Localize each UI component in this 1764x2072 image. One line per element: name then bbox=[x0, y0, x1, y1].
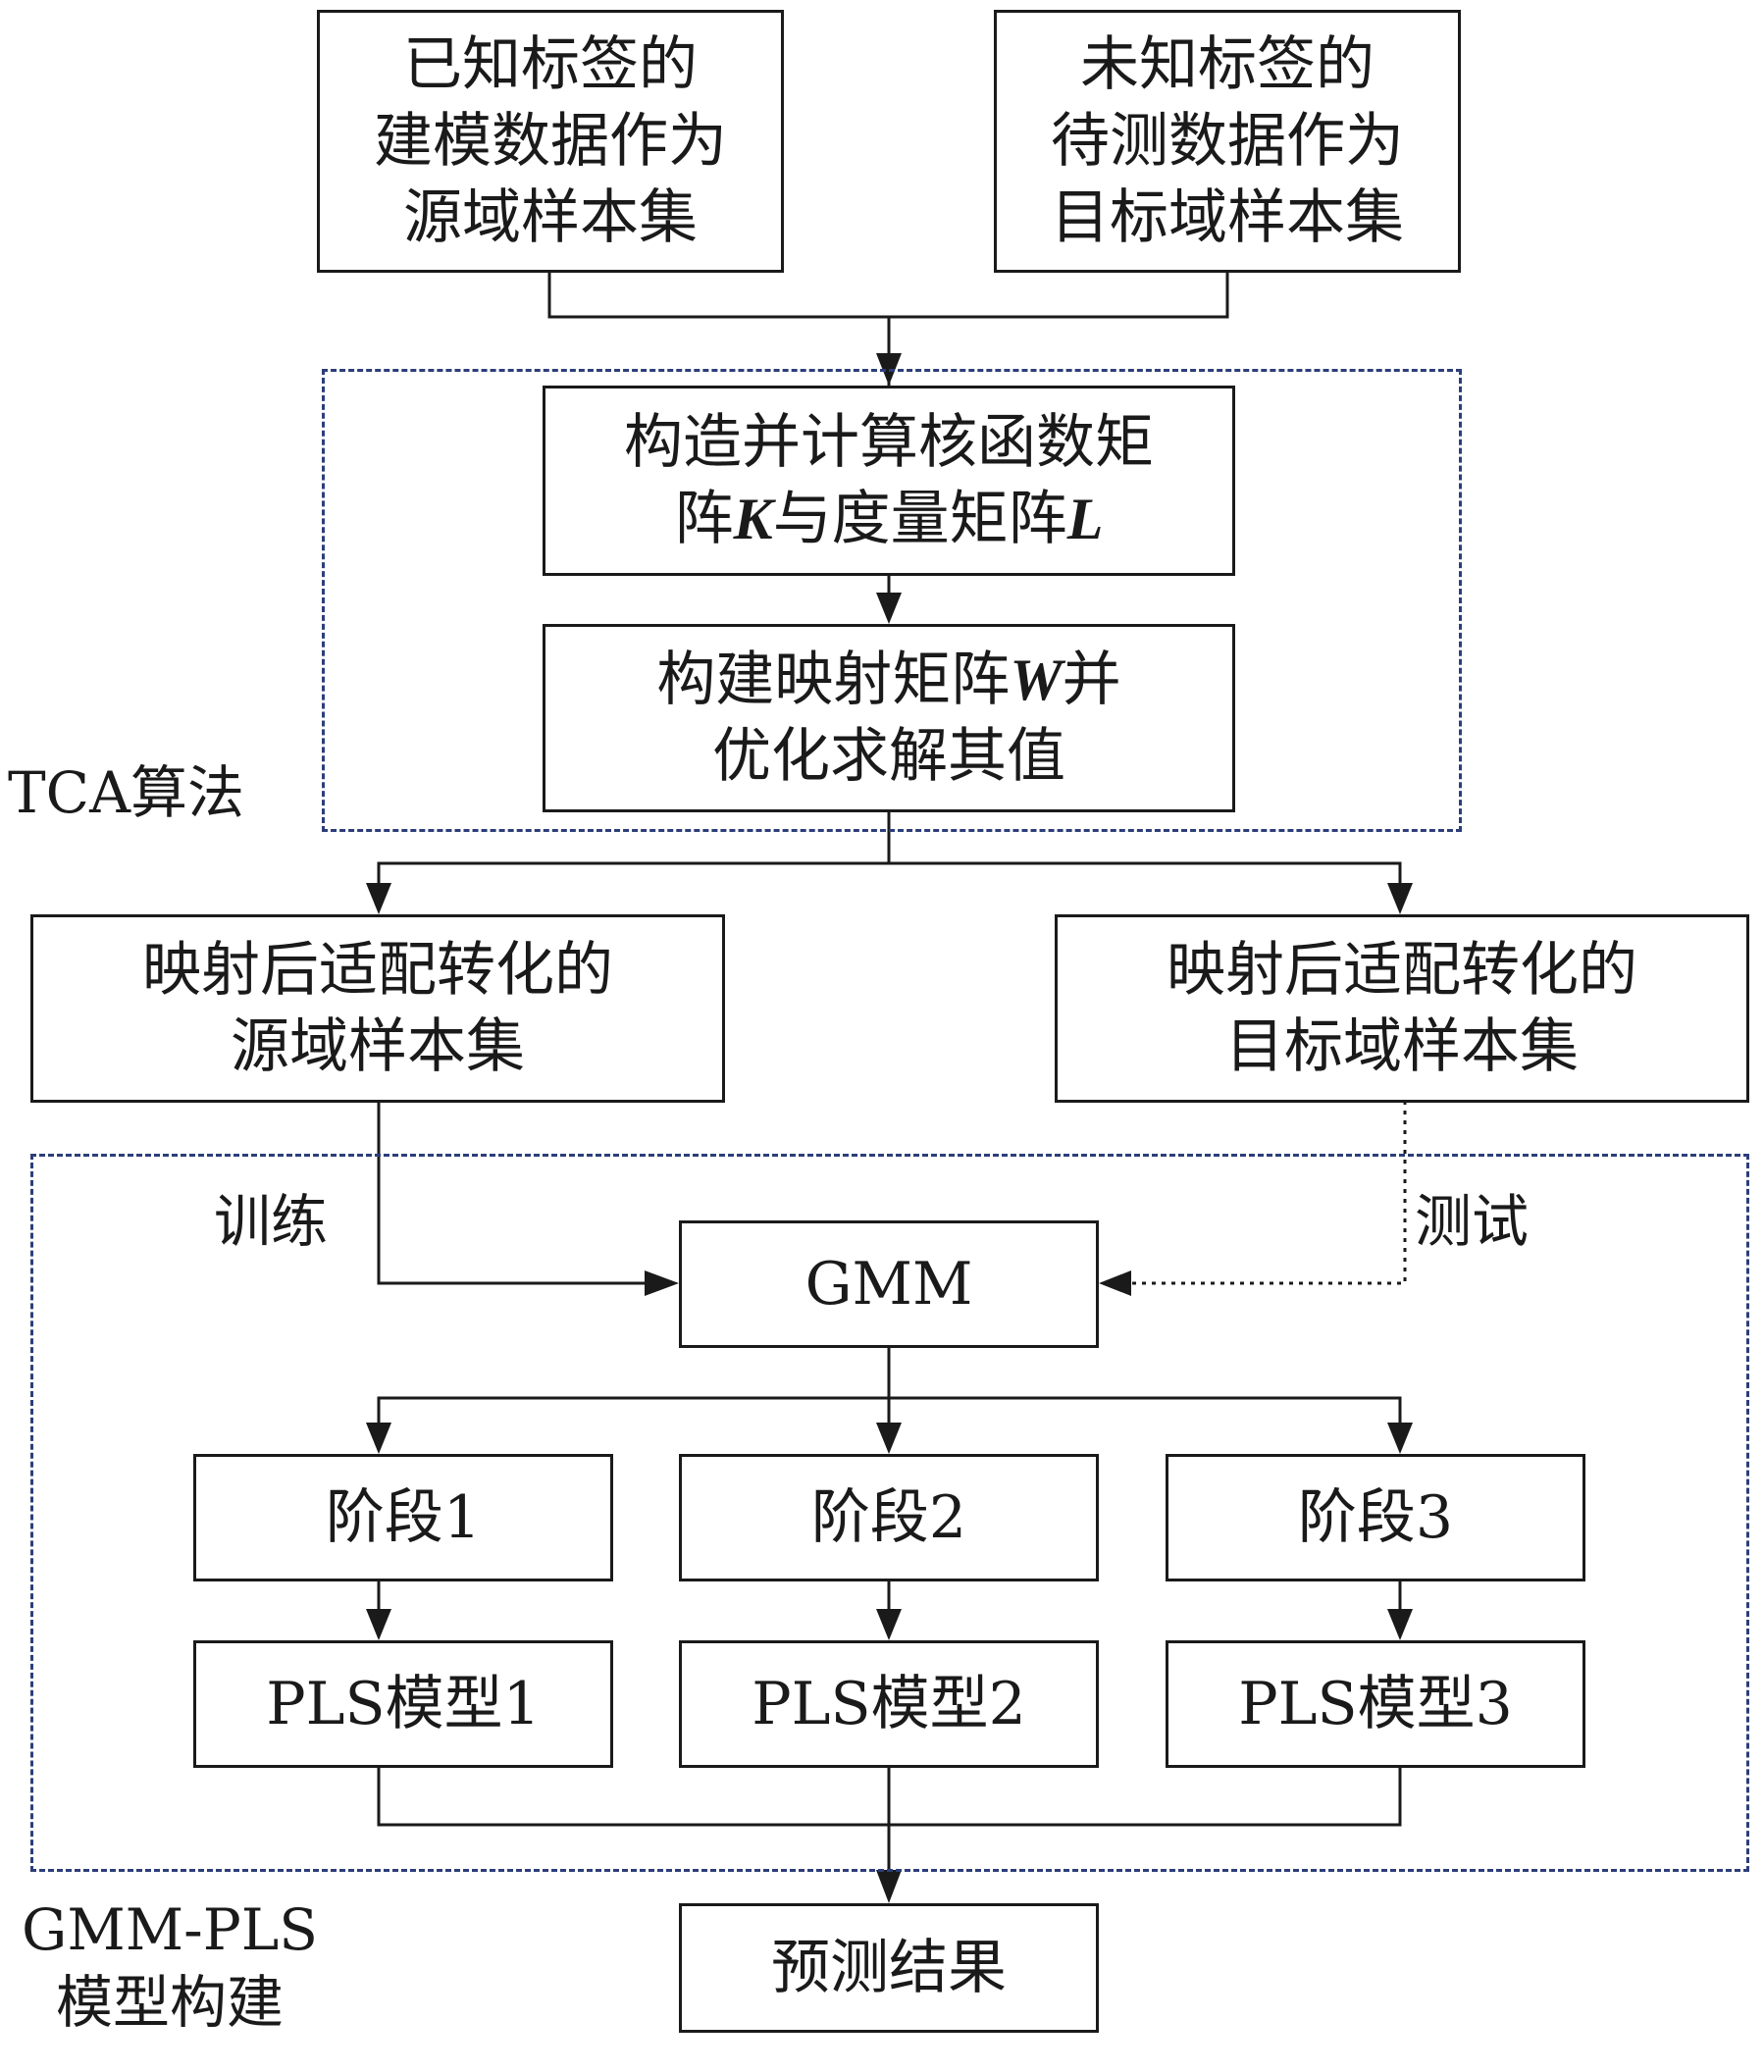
mapped-source-box: 映射后适配转化的 源域样本集 bbox=[30, 914, 725, 1103]
tca-group-label: TCA算法 bbox=[8, 759, 244, 826]
mapping-line1: 构建映射矩阵W并 bbox=[656, 646, 1121, 714]
arrowhead-to-mapped-source bbox=[366, 883, 391, 914]
arrowhead-stage2 bbox=[876, 1423, 902, 1454]
mapped-source-line2: 源域样本集 bbox=[231, 1012, 525, 1081]
gmm-box: GMM bbox=[679, 1220, 1099, 1348]
stage-1-label: 阶段1 bbox=[325, 1483, 482, 1552]
pls-model-2-label: PLS模型2 bbox=[752, 1670, 1026, 1738]
gmm-pls-label-line1: GMM-PLS bbox=[22, 1896, 318, 1963]
arrowhead-stage3 bbox=[1387, 1423, 1413, 1454]
target-data-line1: 未知标签的 bbox=[1080, 30, 1375, 99]
stage-2-label: 阶段2 bbox=[810, 1483, 967, 1552]
mapped-target-line2: 目标域样本集 bbox=[1225, 1012, 1579, 1081]
stage-3-label: 阶段3 bbox=[1297, 1483, 1454, 1552]
arrowhead-train bbox=[645, 1270, 679, 1296]
test-edge-label: 测试 bbox=[1415, 1188, 1530, 1255]
kernel-line1: 构造并计算核函数矩 bbox=[624, 408, 1154, 477]
target-data-line2: 待测数据作为 bbox=[1051, 107, 1404, 176]
arrowhead-to-mapped-target bbox=[1387, 883, 1413, 914]
stage-3-box: 阶段3 bbox=[1166, 1454, 1585, 1581]
pls-model-3-label: PLS模型3 bbox=[1238, 1670, 1513, 1738]
target-data-line3: 目标域样本集 bbox=[1051, 183, 1404, 252]
stage-2-box: 阶段2 bbox=[679, 1454, 1099, 1581]
gmm-pls-label-line2: 模型构建 bbox=[55, 1969, 284, 2036]
source-data-line1: 已知标签的 bbox=[403, 30, 698, 99]
source-data-line3: 源域样本集 bbox=[403, 183, 698, 252]
arrowhead-pls3 bbox=[1387, 1609, 1413, 1640]
arrowhead-pls2 bbox=[876, 1609, 902, 1640]
arrowhead-stage1 bbox=[366, 1423, 391, 1454]
train-edge-label: 训练 bbox=[214, 1188, 329, 1255]
prediction-result-box: 预测结果 bbox=[679, 1903, 1099, 2033]
kernel-line2: 阵K与度量矩阵L bbox=[674, 485, 1104, 553]
stage-1-box: 阶段1 bbox=[193, 1454, 613, 1581]
target-data-box: 未知标签的 待测数据作为 目标域样本集 bbox=[994, 10, 1461, 273]
connector-gmm-stages bbox=[377, 1348, 891, 1424]
source-data-line2: 建模数据作为 bbox=[374, 107, 727, 176]
connector-split bbox=[377, 810, 891, 889]
source-data-box: 已知标签的 建模数据作为 源域样本集 bbox=[317, 10, 784, 273]
pls-model-1-box: PLS模型1 bbox=[193, 1640, 613, 1768]
connector-test bbox=[1128, 1101, 1407, 1285]
arrowhead-to-result bbox=[876, 1870, 902, 1903]
arrowhead-test bbox=[1099, 1270, 1131, 1296]
arrowhead-to-mapping bbox=[876, 593, 902, 624]
pls-model-1-label: PLS模型1 bbox=[266, 1670, 541, 1738]
mapped-target-box: 映射后适配转化的 目标域样本集 bbox=[1055, 914, 1749, 1103]
gmm-pls-group-label: GMM-PLS 模型构建 bbox=[22, 1893, 318, 2039]
pls-model-3-box: PLS模型3 bbox=[1166, 1640, 1585, 1768]
mapped-target-line1: 映射后适配转化的 bbox=[1167, 936, 1637, 1005]
gmm-pls-group bbox=[30, 1154, 1749, 1872]
mapping-matrix-box: 构建映射矩阵W并 优化求解其值 bbox=[543, 624, 1235, 812]
arrowhead-pls1 bbox=[366, 1609, 391, 1640]
kernel-matrix-box: 构造并计算核函数矩 阵K与度量矩阵L bbox=[543, 386, 1235, 576]
prediction-result-label: 预测结果 bbox=[771, 1934, 1007, 2002]
connector-train bbox=[377, 1101, 648, 1285]
mapped-source-line1: 映射后适配转化的 bbox=[142, 936, 613, 1005]
mapping-line2: 优化求解其值 bbox=[712, 722, 1065, 791]
connector-source-merge bbox=[547, 270, 1229, 319]
pls-model-2-box: PLS模型2 bbox=[679, 1640, 1099, 1768]
tca-group bbox=[322, 369, 1462, 832]
gmm-label: GMM bbox=[804, 1250, 973, 1319]
